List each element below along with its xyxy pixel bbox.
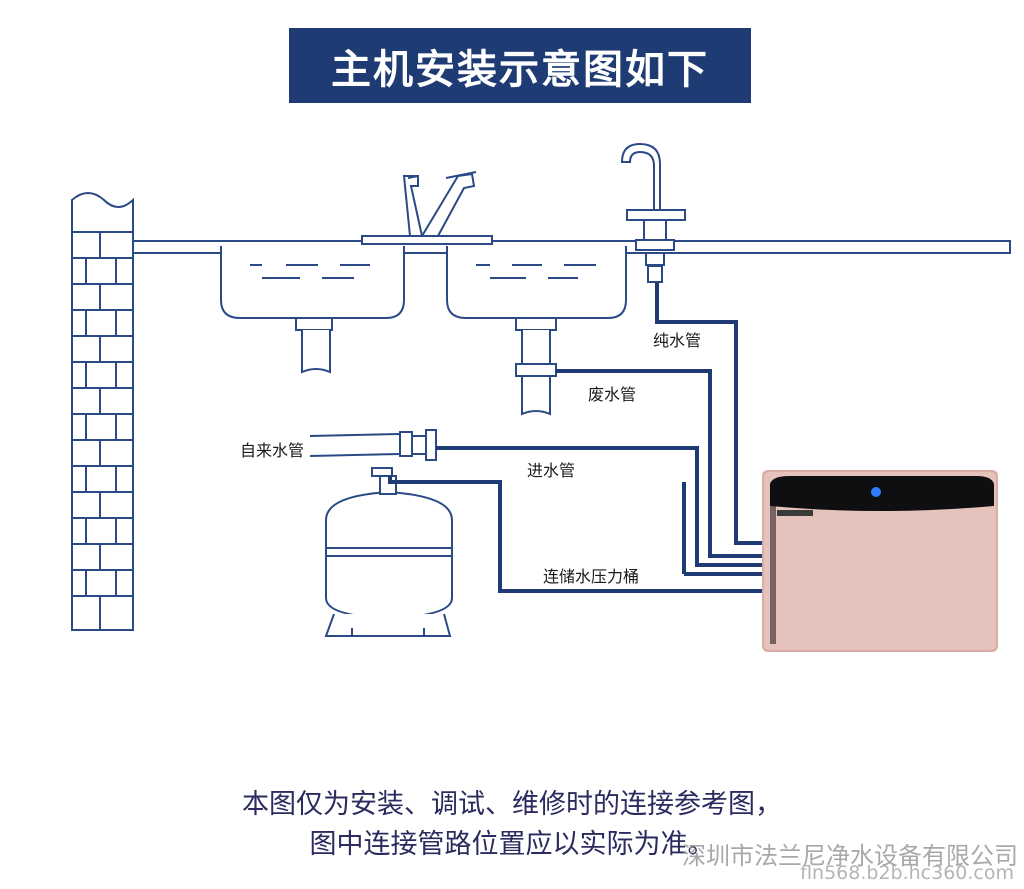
purified-water-faucet	[620, 142, 686, 283]
watermark-company: 深圳市法兰尼净水设备有限公司	[682, 842, 1018, 870]
indicator-light-icon	[871, 487, 881, 497]
pure-water-line	[655, 282, 766, 545]
caption-line-1: 本图仅为安装、调试、维修时的连接参考图，	[242, 789, 782, 820]
label-inlet-pipe: 进水管	[527, 461, 575, 480]
connection-pipes	[388, 282, 766, 593]
title-banner: 主机安装示意图如下	[289, 28, 751, 103]
tap-water-pipe	[309, 429, 437, 461]
watermark-site: fln568.b2b.hc360.com	[800, 862, 1014, 884]
pressure-tank	[324, 467, 453, 637]
brick-wall	[71, 192, 134, 631]
label-pure-water-pipe: 纯水管	[653, 331, 701, 350]
page-title: 主机安装示意图如下	[331, 46, 709, 93]
water-purifier-unit	[762, 470, 998, 652]
inlet-water-line	[436, 446, 766, 567]
label-waste-water-pipe: 废水管	[588, 385, 636, 404]
right-sink	[446, 246, 627, 416]
label-tap-water-pipe: 自来水管	[240, 441, 304, 460]
caption-line-2: 图中连接管路位置应以实际为准。	[309, 829, 715, 860]
tank-line	[388, 476, 766, 593]
left-sink	[220, 246, 405, 374]
label-pressure-tank: 连储水压力桶	[543, 567, 639, 586]
kitchen-faucet	[361, 171, 493, 245]
brand-logo	[777, 510, 813, 516]
waste-water-line	[556, 369, 766, 558]
